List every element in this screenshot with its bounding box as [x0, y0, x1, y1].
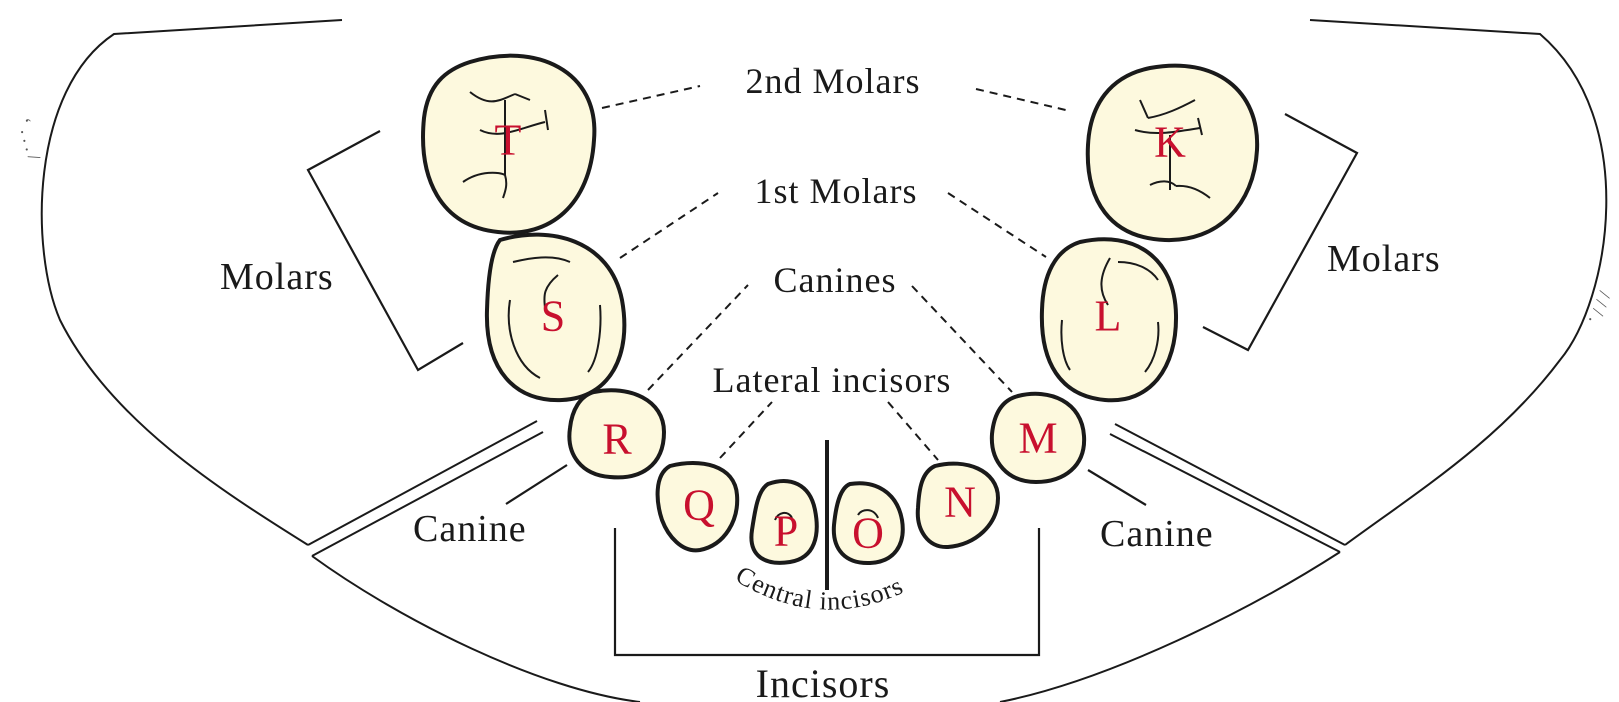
tooth-label-m: M — [1018, 414, 1057, 463]
tooth-label-o: O — [852, 509, 884, 558]
tooth-label-l: L — [1095, 292, 1122, 341]
label-canine-left: Canine — [413, 508, 527, 550]
tooth-label-k: K — [1154, 118, 1186, 167]
tooth-label-q: Q — [683, 481, 715, 530]
label-first-molars: 1st Molars — [755, 171, 918, 211]
label-canine-right: Canine — [1100, 513, 1214, 555]
label-molars-left: Molars — [220, 256, 334, 298]
label-central-incisors: Central incisors — [731, 560, 908, 616]
tooth-label-n: N — [944, 478, 976, 527]
jaw-outline-right — [1310, 20, 1606, 545]
tooth-label-p: P — [774, 507, 798, 556]
canine-pointer-right — [1088, 470, 1146, 505]
side-text-right: / / / . — [1585, 289, 1615, 327]
side-text-left: ‘ . . . / — [14, 116, 44, 162]
label-lateral-incisors: Lateral incisors — [713, 360, 952, 400]
tooth-label-s: S — [541, 292, 565, 341]
tooth-label-r: R — [602, 415, 632, 464]
tooth-label-t: T — [495, 116, 522, 165]
label-second-molars: 2nd Molars — [746, 61, 921, 101]
label-incisors: Incisors — [756, 661, 891, 702]
canine-pointer-left — [506, 465, 567, 504]
label-canines: Canines — [774, 260, 897, 300]
label-molars-right: Molars — [1327, 238, 1441, 280]
